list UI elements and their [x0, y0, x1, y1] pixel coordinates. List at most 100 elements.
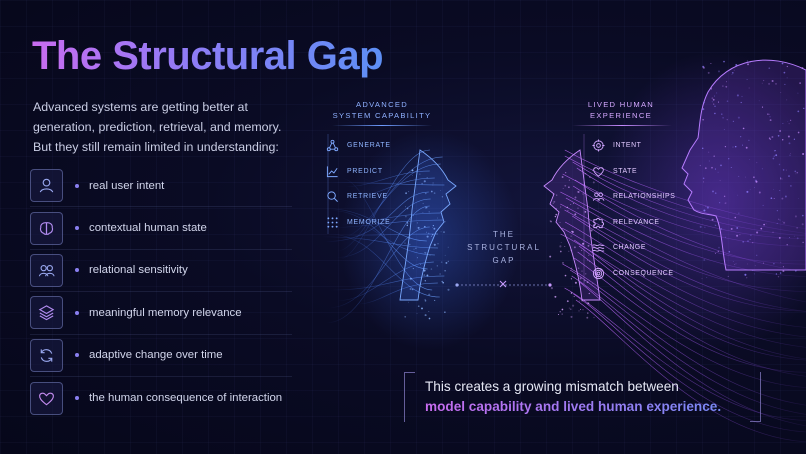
- head-particle: [738, 175, 740, 177]
- head-particle: [782, 139, 784, 141]
- head-particle: [711, 97, 714, 100]
- head-particle: [788, 175, 790, 177]
- conclusion-box: This creates a growing mismatch between …: [404, 372, 761, 422]
- head-particle: [756, 254, 758, 256]
- puzzle-icon: [593, 217, 605, 228]
- head-particle: [751, 270, 753, 271]
- list-item: the human consequence of interaction: [30, 377, 292, 419]
- blue-particle: [405, 206, 407, 208]
- purple-particle: [574, 281, 577, 284]
- head-particle: [781, 62, 784, 65]
- search-icon: [327, 191, 338, 203]
- purple-particle: [570, 315, 573, 318]
- head-particle: [710, 87, 713, 90]
- head-particle: [790, 185, 792, 187]
- head-particle: [746, 190, 749, 193]
- head-particle: [755, 180, 758, 183]
- head-particle: [702, 119, 704, 121]
- head-particle: [796, 227, 798, 229]
- purple-particle: [568, 179, 570, 181]
- head-particle: [747, 263, 749, 265]
- head-particle: [746, 277, 748, 279]
- blue-particle: [411, 169, 414, 172]
- limitation-label: contextual human state: [89, 222, 207, 235]
- bullet-dot: [75, 226, 79, 231]
- head-particle: [735, 63, 738, 67]
- head-particle: [753, 176, 755, 179]
- blue-particle: [436, 265, 438, 267]
- purple-particle: [557, 313, 560, 316]
- purple-particle: [579, 308, 582, 310]
- purple-particle: [571, 230, 573, 233]
- head-particle: [706, 277, 708, 278]
- bullet-dot: [75, 268, 79, 273]
- purple-particle: [554, 215, 557, 218]
- capability-item: MEMORIZE: [326, 210, 426, 236]
- head-particle: [723, 195, 726, 198]
- head-particle: [719, 180, 721, 182]
- head-particle: [722, 116, 724, 119]
- limitation-label: the human consequence of interaction: [89, 392, 283, 405]
- blue-particle: [444, 254, 446, 256]
- purple-stream-line: [574, 179, 806, 273]
- blue-particle: [426, 231, 427, 233]
- head-particle: [719, 202, 721, 204]
- blue-particle: [408, 191, 410, 193]
- head-particle: [703, 258, 706, 262]
- head-particle: [714, 95, 715, 97]
- head-particle: [774, 150, 776, 152]
- purple-particle: [570, 203, 572, 206]
- purple-stream-line: [569, 269, 806, 406]
- head-particle: [778, 218, 780, 220]
- head-particle: [758, 100, 760, 102]
- experience-label: CONSEQUENCE: [613, 269, 674, 277]
- head-particle: [753, 273, 755, 275]
- heart-icon: [593, 166, 604, 177]
- blue-particle: [432, 224, 435, 227]
- head-particle: [739, 234, 741, 236]
- purple-particle: [550, 287, 553, 290]
- purple-particle: [559, 311, 561, 313]
- blue-particle: [445, 261, 448, 264]
- blue-particle: [423, 180, 426, 183]
- blue-stream-line: [326, 205, 430, 324]
- brain-icon: [30, 211, 63, 245]
- head-particle: [731, 71, 734, 74]
- head-particle: [732, 146, 734, 148]
- head-particle: [742, 240, 745, 243]
- head-particle: [748, 139, 750, 142]
- limitations-list: real user intent contextual human state …: [30, 165, 292, 419]
- purple-stream-line: [572, 185, 806, 265]
- head-particle: [711, 101, 713, 103]
- head-particle: [788, 142, 791, 145]
- head-particle: [711, 166, 713, 169]
- head-particle: [740, 101, 742, 104]
- blue-particle: [431, 233, 434, 236]
- blue-particle: [426, 274, 429, 277]
- list-item: adaptive change over time: [30, 335, 292, 377]
- blue-particle: [437, 217, 439, 219]
- head-particle: [712, 190, 714, 193]
- head-particle: [704, 226, 706, 228]
- system-capability-list: GENERATE PREDICT RETRIEVE MEMORIZE: [326, 133, 426, 235]
- head-particle: [720, 228, 723, 230]
- chart-icon: [326, 166, 338, 177]
- bullet-dot: [75, 396, 79, 401]
- head-particle: [787, 121, 789, 122]
- spiral-icon: [592, 267, 605, 279]
- purple-particle: [573, 296, 575, 298]
- purple-particle: [579, 300, 581, 302]
- head-particle: [786, 244, 788, 246]
- head-particle: [794, 270, 797, 272]
- experience-item: CHANGE: [592, 235, 702, 261]
- human-title-underline: [572, 125, 672, 126]
- head-particle: [768, 82, 771, 85]
- head-particle: [707, 71, 710, 74]
- head-particle: [742, 127, 745, 130]
- head-particle: [773, 197, 775, 200]
- capability-label: RETRIEVE: [347, 193, 388, 201]
- head-particle: [737, 116, 740, 119]
- system-head-profile: [399, 149, 457, 301]
- head-particle: [797, 110, 800, 113]
- purple-stream-line: [573, 293, 806, 433]
